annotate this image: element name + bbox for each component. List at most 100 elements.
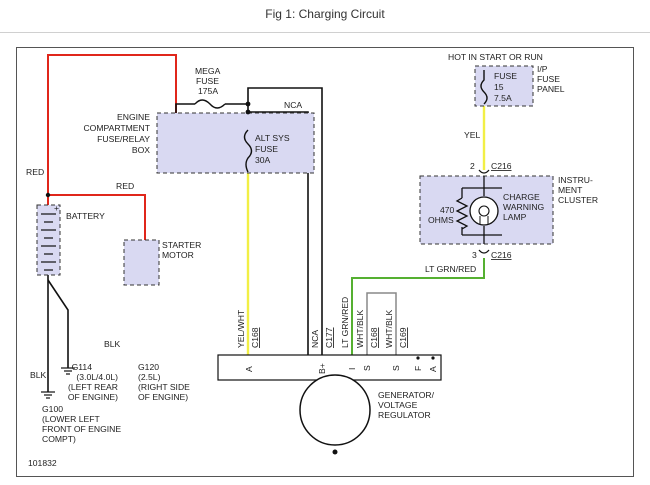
red-left-label: RED (26, 167, 44, 177)
wire-mega-to-bus (225, 87, 323, 355)
junction-dot (245, 109, 251, 115)
terminal-dot (431, 356, 435, 360)
generator-icon (299, 374, 371, 446)
g114-label-3: (LEFT REAR (68, 382, 118, 392)
fuse15-label-2: 15 (494, 82, 504, 92)
g100-label-3: FRONT OF ENGINE (42, 424, 121, 434)
wire-red-mega (47, 54, 177, 205)
g114-label-4: OF ENGINE) (68, 392, 118, 402)
wire-label-nca: NCA (310, 330, 320, 348)
generator-label-1: GENERATOR/ (378, 390, 435, 400)
c216-top-connector-icon (478, 169, 490, 174)
terminal-f: F (413, 366, 423, 371)
ecfrb-label-2: COMPARTMENT (83, 123, 150, 133)
alt-sys-label-2: FUSE (255, 144, 278, 154)
terminal-a-left: A (244, 366, 254, 372)
nca-top-label: NCA (284, 100, 302, 110)
cluster-label-1: INSTRU- (558, 175, 593, 185)
terminal-dot (416, 356, 420, 360)
mega-fuse-label-1: MEGA (195, 66, 221, 76)
ip-panel-label-3: PANEL (537, 84, 565, 94)
fuse15-label-1: FUSE (494, 71, 517, 81)
g100-label-1: G100 (42, 404, 63, 414)
figure-title: Fig 1: Charging Circuit (265, 7, 385, 21)
wire-label-c177: C177 (324, 327, 334, 348)
junction-dot (245, 101, 251, 107)
starter-motor-box (123, 239, 160, 286)
ground-g114-icon (61, 367, 75, 375)
blk-left-label: BLK (30, 370, 47, 380)
wire-label-c168-b: C168 (369, 327, 379, 348)
hot-in-start-label: HOT IN START OR RUN (448, 52, 543, 62)
mega-fuse-icon (194, 99, 226, 109)
fuse15-icon (480, 70, 488, 105)
g120-label-4: OF ENGINE) (138, 392, 188, 402)
cluster-label-2: MENT (558, 185, 583, 195)
alt-sys-label-3: 30A (255, 155, 271, 165)
cluster-label-3: CLUSTER (558, 195, 598, 205)
red-starter-label: RED (116, 181, 134, 191)
diagram-id: 101832 (28, 458, 57, 468)
engine-compartment-box (156, 112, 315, 174)
pin2-label: 2 (470, 161, 475, 171)
fuse15-label-3: 7.5A (494, 93, 512, 103)
wire-label-yel-wht: YEL/WHT (236, 309, 246, 348)
ohms-label-2: OHMS (428, 215, 454, 225)
wire-lt-grn-red (351, 258, 485, 355)
wire-nca-top (248, 111, 309, 355)
g100-label-4: COMPT) (42, 434, 76, 444)
cluster-internals (455, 176, 502, 244)
terminal-a-right: A (428, 366, 438, 372)
pin3-label: 3 (472, 250, 477, 260)
blk-mid-label: BLK (104, 339, 121, 349)
wire-mega-fuse (175, 103, 195, 115)
terminal-s-1: S (362, 365, 372, 371)
g114-label-2: (3.0L/4.0L) (76, 372, 118, 382)
terminal-b-plus: B+ (317, 363, 327, 374)
generator-label-3: REGULATOR (378, 410, 431, 420)
figure-header: Fig 1: Charging Circuit (0, 0, 650, 33)
g120-label-2: (2.5L) (138, 372, 161, 382)
alt-sys-label-1: ALT SYS (255, 133, 290, 143)
alt-sys-fuse-icon (243, 129, 253, 173)
terminal-i: I (347, 368, 357, 370)
diagram-frame (16, 47, 634, 477)
mega-fuse-label-2: FUSE (196, 76, 219, 86)
c216-bottom-label: C216 (491, 250, 512, 260)
charge-lamp-label-1: CHARGE (503, 192, 540, 202)
g114-label-1: G114 (72, 362, 93, 372)
g120-label-3: (RIGHT SIDE (138, 382, 190, 392)
wire-label-c168-a: C168 (250, 327, 260, 348)
wire-label-lt-grn-red: LT GRN/RED (340, 297, 350, 348)
mega-fuse-label-3: 175A (198, 86, 218, 96)
generator-label-2: VOLTAGE (378, 400, 418, 410)
resistor-icon (455, 197, 469, 230)
wire-wht-blk-jumper (366, 292, 397, 355)
battery-label: BATTERY (66, 211, 105, 221)
battery-symbol: + (36, 203, 61, 276)
generator-shaft-dot (332, 449, 338, 455)
starter-label-2: MOTOR (162, 250, 194, 260)
ip-panel-label-2: FUSE (537, 74, 560, 84)
wire-blk-ground-mid (47, 279, 69, 368)
wire-red-starter (48, 194, 146, 240)
wire-label-wht-blk-1: WHT/BLK (355, 310, 365, 348)
lt-grn-red-label: LT GRN/RED (425, 264, 476, 274)
g120-label-1: G120 (138, 362, 159, 372)
charge-lamp-label-3: LAMP (503, 212, 527, 222)
ground-g100-icon (41, 391, 55, 399)
starter-label-1: STARTER (162, 240, 201, 250)
ip-panel-label-1: I/P (537, 64, 548, 74)
ecfrb-label-4: BOX (132, 145, 150, 155)
charge-lamp-label-2: WARNING (503, 202, 545, 212)
charge-lamp-icon (469, 196, 499, 226)
c216-top-label: C216 (491, 161, 512, 171)
junction-dot (45, 192, 51, 198)
c216-bottom-connector-icon (478, 249, 490, 254)
ecfrb-label-3: FUSE/RELAY (97, 134, 150, 144)
yel-label: YEL (464, 130, 480, 140)
wire-label-c169: C169 (398, 327, 408, 348)
ecfrb-label-1: ENGINE (117, 112, 150, 122)
